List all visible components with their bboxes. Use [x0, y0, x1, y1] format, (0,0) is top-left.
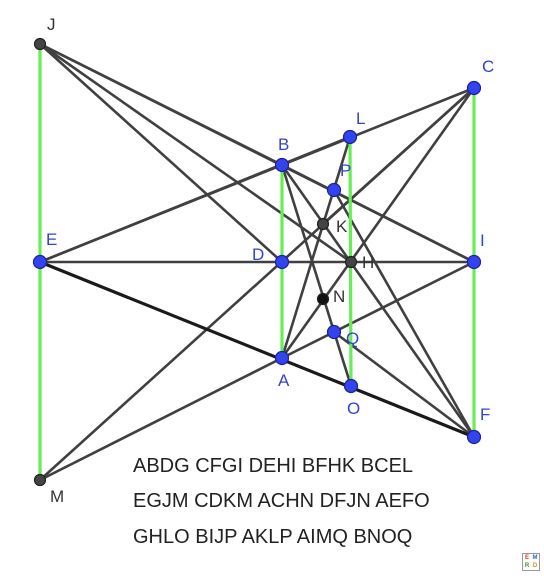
segment-BF [280, 163, 476, 439]
point-M[interactable] [33, 473, 47, 487]
badge-letter: D [532, 563, 538, 569]
segment-CK [321, 86, 476, 226]
label-A: A [278, 371, 290, 390]
point-H[interactable] [344, 255, 358, 269]
segment-CA [280, 86, 476, 360]
badge-letter: R [524, 563, 530, 569]
label-O: O [347, 399, 360, 418]
point-C[interactable] [466, 80, 482, 96]
label-H: H [362, 253, 374, 272]
label-F: F [480, 405, 490, 424]
label-K: K [336, 217, 348, 236]
point-F[interactable] [466, 429, 482, 445]
label-M: M [50, 487, 64, 506]
segment-FQ [332, 330, 476, 439]
caption-line-2: EGJM CDKM ACHN DFJN AEFO [133, 490, 430, 512]
label-D: D [252, 245, 264, 264]
segment-MA [38, 356, 284, 482]
point-L[interactable] [342, 129, 358, 145]
badge-letter: M [532, 555, 538, 561]
label-Q: Q [346, 329, 359, 348]
point-D[interactable] [274, 254, 290, 270]
segment-AL [280, 135, 352, 360]
label-L: L [356, 109, 365, 128]
caption-line-1: ABDG CFGI DEHI BFHK BCEL [133, 455, 414, 477]
segment-EL [38, 135, 352, 264]
segment-AI [280, 260, 476, 360]
point-O[interactable] [343, 378, 359, 394]
label-J: J [47, 15, 56, 34]
point-P[interactable] [326, 182, 342, 198]
points-layer [32, 37, 482, 487]
label-E: E [46, 230, 57, 249]
segment-FP [332, 188, 476, 439]
point-N[interactable] [316, 292, 330, 306]
segments-layer [38, 42, 476, 482]
caption-line-3: GHLO BIJP AKLP AIMQ BNOQ [133, 526, 413, 548]
label-C: C [482, 57, 494, 76]
label-B: B [278, 135, 289, 154]
segment-BO [280, 163, 353, 388]
segment-JH [38, 42, 353, 264]
label-N: N [333, 287, 345, 306]
point-K[interactable] [316, 217, 330, 231]
label-P: P [340, 161, 351, 180]
point-E[interactable] [32, 254, 48, 270]
point-J[interactable] [33, 37, 47, 51]
label-I: I [480, 231, 485, 250]
point-A[interactable] [274, 350, 290, 366]
point-B[interactable] [274, 157, 290, 173]
point-I[interactable] [466, 254, 482, 270]
segment-EF [38, 260, 476, 439]
segment-JD [38, 42, 284, 264]
app-logo-icon: E M R D [522, 553, 540, 571]
point-Q[interactable] [326, 324, 342, 340]
badge-letter: E [524, 555, 529, 561]
labels-layer: J C L B P K E D H I N Q A O F M [46, 15, 494, 506]
segment-BI [280, 163, 476, 264]
